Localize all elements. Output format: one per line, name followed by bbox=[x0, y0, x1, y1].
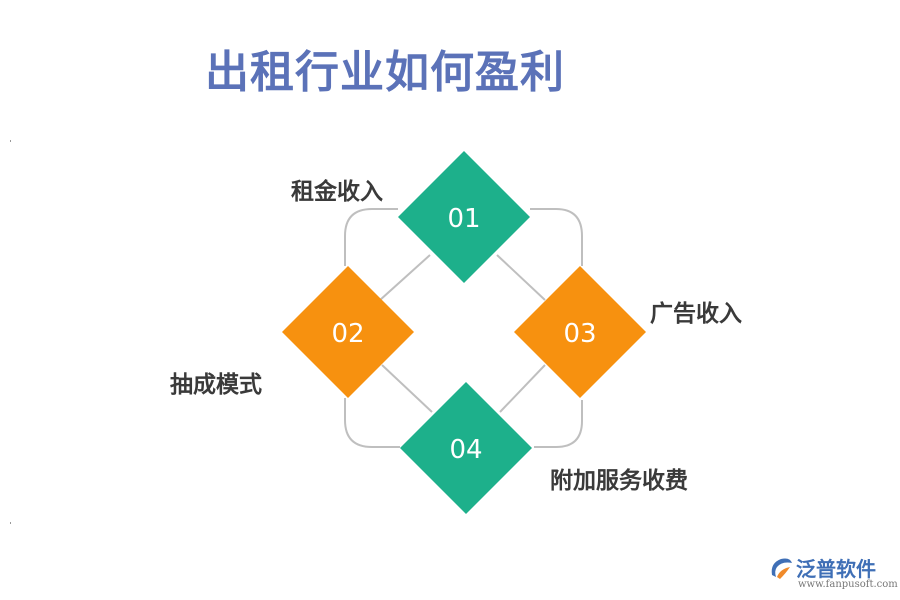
node-label-rent-income: 租金收入 bbox=[291, 179, 383, 205]
node-number-01: 01 bbox=[447, 204, 480, 234]
diamond-02 bbox=[282, 266, 414, 398]
node-label-service-fees: 附加服务收费 bbox=[550, 468, 688, 494]
brand-url: www.fanpusoft.com bbox=[798, 579, 898, 590]
diamond-04 bbox=[400, 382, 532, 514]
node-label-ad-income: 广告收入 bbox=[650, 301, 742, 327]
arc-bottom-left bbox=[344, 398, 400, 448]
arc-top-right bbox=[530, 208, 583, 266]
diamond-03 bbox=[514, 266, 646, 398]
node-number-02: 02 bbox=[331, 319, 364, 349]
arc-top-left bbox=[344, 208, 398, 266]
brand-logo-icon bbox=[771, 558, 792, 579]
arc-bottom-right bbox=[534, 400, 583, 448]
connector-01-03 bbox=[496, 254, 546, 301]
node-label-commission-model: 抽成模式 bbox=[170, 372, 262, 398]
connector-03-04 bbox=[499, 364, 546, 413]
diamond-01 bbox=[398, 151, 530, 283]
node-number-03: 03 bbox=[563, 319, 596, 349]
connector-01-02 bbox=[379, 254, 431, 301]
connector-02-04 bbox=[381, 364, 433, 413]
edge-mark bbox=[10, 522, 11, 524]
node-number-04: 04 bbox=[449, 435, 482, 465]
edge-mark bbox=[10, 140, 11, 142]
page-title: 出租行业如何盈利 bbox=[205, 47, 565, 98]
brand-logo: 泛普软件 www.fanpusoft.com bbox=[768, 553, 898, 595]
brand-name: 泛普软件 bbox=[796, 557, 876, 581]
